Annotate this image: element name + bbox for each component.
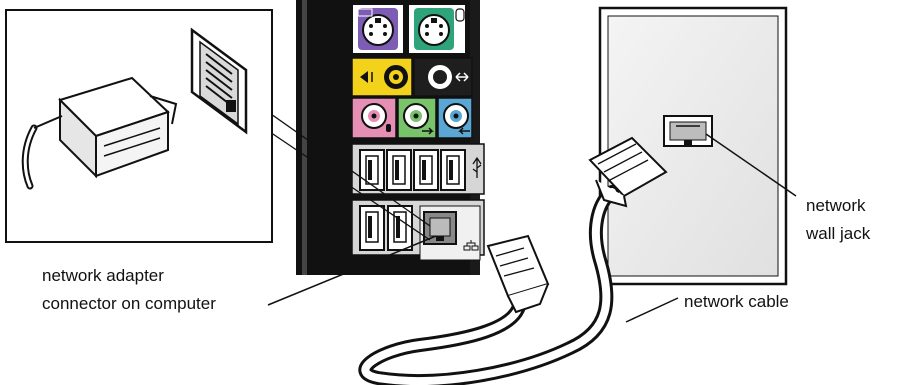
cable-label: network cable — [684, 290, 789, 314]
usb-port[interactable] — [441, 150, 465, 190]
jack-label-line1: network — [806, 194, 866, 218]
usb-port[interactable] — [414, 150, 438, 190]
usb-port[interactable] — [387, 150, 411, 190]
keyboard-port[interactable] — [352, 4, 404, 54]
usb-port[interactable] — [360, 206, 384, 250]
usb-port[interactable] — [360, 150, 384, 190]
cable-plug-computer — [488, 236, 548, 312]
usb-port[interactable] — [388, 206, 412, 250]
mouse-port[interactable] — [408, 4, 466, 54]
network-wall-jack[interactable] — [664, 116, 712, 146]
jack-label-line2: wall jack — [806, 222, 870, 246]
zoom-inset — [6, 10, 272, 242]
microphone-port[interactable] — [352, 98, 396, 138]
microphone-icon — [386, 124, 391, 132]
adapter-label-line1: network adapter — [42, 264, 164, 288]
adapter-label-line2: connector on computer — [42, 292, 216, 316]
computer-back-panel — [296, 0, 484, 275]
line-in-blue-port[interactable] — [438, 98, 472, 138]
